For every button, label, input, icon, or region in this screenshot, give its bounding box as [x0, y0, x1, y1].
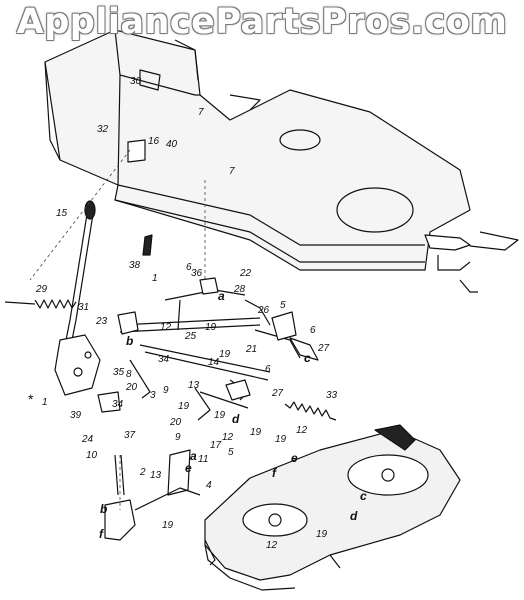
- chassis-frame: [44, 29, 519, 293]
- letter-marker: b: [100, 502, 107, 516]
- callout: 5: [228, 447, 234, 458]
- callout-star: *: [28, 391, 34, 407]
- callout: 34: [112, 399, 124, 410]
- callout: 19: [219, 349, 231, 360]
- callout: 20: [169, 417, 182, 428]
- callout: 33: [326, 390, 338, 401]
- callout: 39: [70, 410, 82, 421]
- callout: 19: [316, 529, 328, 540]
- callout: 2: [139, 467, 146, 478]
- linkage-rods: [119, 289, 301, 421]
- callout: 29: [35, 284, 48, 295]
- callout: 16: [148, 136, 160, 147]
- callout: 17: [210, 440, 222, 451]
- letter-marker: c: [360, 489, 367, 503]
- callout: 3: [150, 390, 156, 401]
- callout: 13: [188, 380, 200, 391]
- callout: 6: [310, 325, 316, 336]
- mower-deck: [204, 424, 461, 591]
- letter-marker: d: [350, 509, 358, 523]
- letter-marker: e: [291, 451, 298, 465]
- letter-marker: b: [126, 334, 133, 348]
- callout: 19: [250, 427, 262, 438]
- callout: 12: [222, 432, 234, 443]
- callout: 19: [162, 520, 174, 531]
- line-art: [4, 29, 519, 591]
- callout: 15: [56, 208, 68, 219]
- callout: 20: [125, 382, 138, 393]
- letter-marker: a: [190, 449, 197, 463]
- letter-marker: e: [185, 461, 192, 475]
- leader-lines: [29, 149, 206, 510]
- callout: 22: [239, 268, 252, 279]
- letter-marker: a: [218, 289, 225, 303]
- watermark-text: AppliancePartsPros.com: [16, 2, 508, 42]
- callout: 4: [206, 480, 212, 491]
- callout: 32: [97, 124, 109, 135]
- callout: 12: [296, 425, 308, 436]
- callout: 10: [86, 450, 98, 461]
- callout: 19: [205, 322, 217, 333]
- callout: 19: [275, 434, 287, 445]
- spring-29: [4, 299, 77, 309]
- callout: 34: [158, 354, 170, 365]
- callout: 19: [178, 401, 190, 412]
- callout: 36: [191, 268, 203, 279]
- letter-marker: f: [99, 527, 104, 541]
- callout: 19: [214, 410, 226, 421]
- callout: 7: [229, 166, 235, 177]
- brackets: [97, 234, 319, 541]
- spring-33: [284, 401, 337, 421]
- callout: 30: [130, 76, 142, 87]
- callout: 8: [126, 369, 132, 380]
- callout-numbers: 1 1 2 3 4 5 5 6 6 6 7 7 8 9 9 10 11 12 1…: [28, 76, 338, 551]
- callout: 13: [150, 470, 162, 481]
- callout: 21: [245, 344, 257, 355]
- callout: 1: [42, 397, 48, 408]
- callout: 27: [271, 388, 284, 399]
- callout: 12: [160, 322, 172, 333]
- callout: 11: [198, 454, 208, 465]
- callout: 6: [186, 262, 192, 273]
- callout: 23: [95, 316, 108, 327]
- callout: 35: [113, 367, 125, 378]
- letter-markers: a a b b c c d d e e f f: [99, 289, 367, 541]
- callout: 26: [257, 305, 270, 316]
- callout: 27: [317, 343, 330, 354]
- callout: 28: [233, 284, 246, 295]
- callout: 37: [124, 430, 136, 441]
- callout: 12: [266, 540, 278, 551]
- lift-lever: [54, 200, 101, 396]
- letter-marker: c: [304, 351, 311, 365]
- callout: 9: [163, 385, 169, 396]
- callout: 25: [184, 331, 197, 342]
- callout: 31: [78, 302, 89, 313]
- letter-marker: f: [272, 466, 277, 480]
- callout: 38: [129, 260, 141, 271]
- callout: 14: [208, 357, 220, 368]
- callout: 24: [81, 434, 94, 445]
- callout: 5: [280, 300, 286, 311]
- callout: 9: [175, 432, 181, 443]
- callout: 1: [152, 273, 158, 284]
- callout: 40: [166, 139, 178, 150]
- callout: 6: [265, 364, 271, 375]
- letter-marker: d: [232, 412, 240, 426]
- callout: 7: [198, 107, 204, 118]
